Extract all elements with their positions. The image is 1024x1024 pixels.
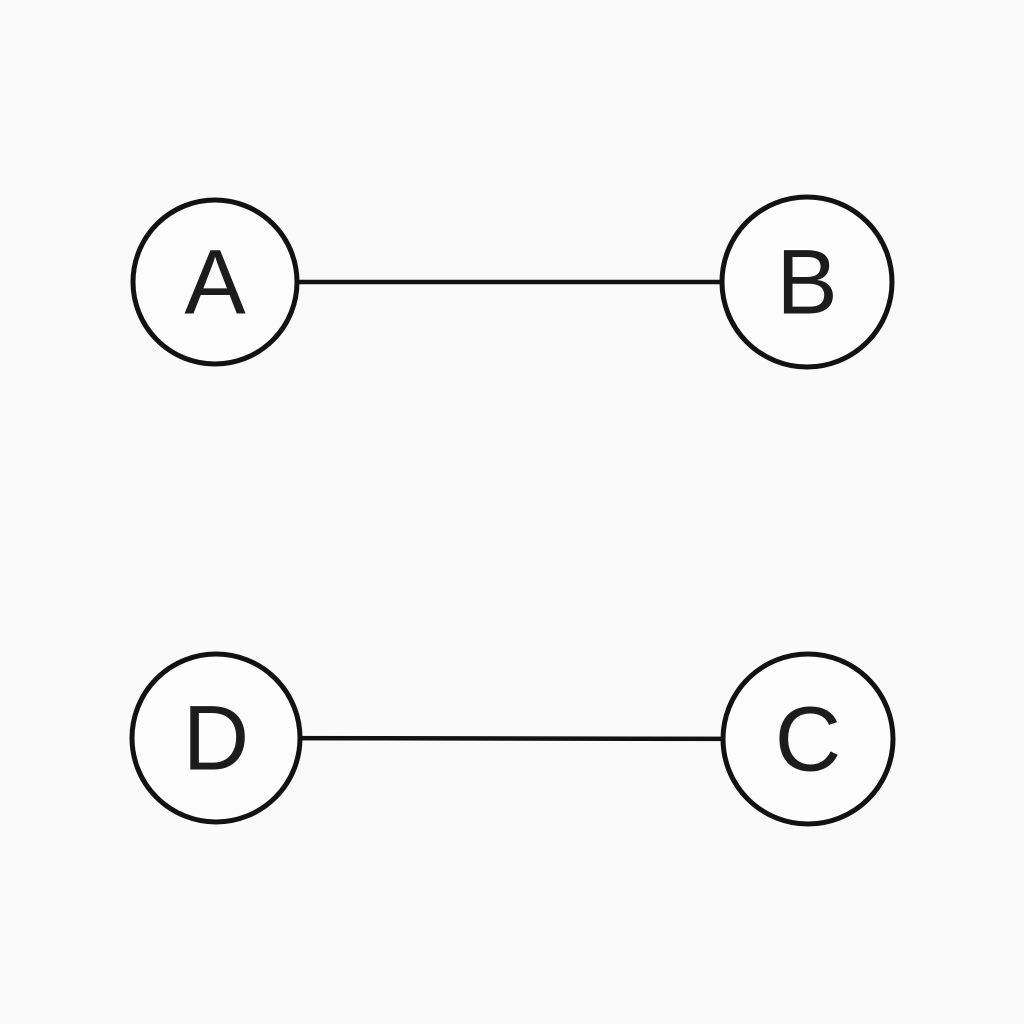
- node-A-label: A: [184, 231, 246, 333]
- node-D-label: D: [183, 687, 249, 789]
- node-C: C: [720, 651, 896, 827]
- node-B: B: [719, 194, 895, 370]
- node-D-circle: [129, 651, 303, 825]
- edge-D-C: [215, 735, 809, 742]
- node-B-label: B: [776, 231, 837, 333]
- node-A-circle: [130, 197, 300, 367]
- node-C-label: C: [775, 688, 841, 790]
- node-C-circle: [720, 651, 896, 827]
- node-D: D: [129, 651, 303, 825]
- node-B-circle: [719, 194, 895, 370]
- node-A: A: [130, 197, 300, 367]
